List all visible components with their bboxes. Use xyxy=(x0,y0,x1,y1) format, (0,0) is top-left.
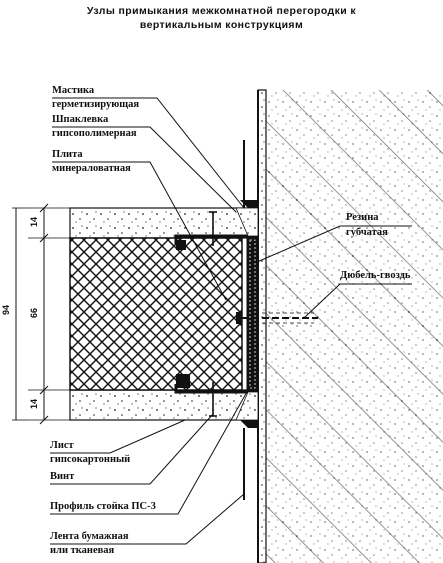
diagram-title-line1: Узлы примыкания межкомнатной перегородки… xyxy=(86,5,357,17)
label-vint: Винт xyxy=(50,471,75,482)
label-plita: Плита xyxy=(52,149,83,160)
label-tkan: или тканевая xyxy=(50,545,115,556)
profile-lip-bottom xyxy=(176,374,190,388)
sealant-bottom xyxy=(240,420,258,428)
label-lenta: Лента бумажная xyxy=(50,531,129,542)
dowel-head xyxy=(236,312,242,324)
gypsum-board-top xyxy=(69,207,249,239)
label-dubel: Дюбель-гвоздь xyxy=(340,270,411,281)
diagram-title-line2: вертикальным конструкциям xyxy=(139,19,304,31)
dimension-total: 94 xyxy=(1,304,12,316)
label-gubch: губчатая xyxy=(346,227,388,238)
profile-lip-top xyxy=(176,240,186,250)
label-rezina: Резина xyxy=(346,212,379,223)
wall-plaster xyxy=(257,89,267,563)
label-profil: Профиль стойка ПС-3 xyxy=(50,501,156,512)
dimension-top: 14 xyxy=(29,216,40,228)
dimension-middle: 66 xyxy=(29,307,40,319)
gypsum-board-bottom xyxy=(69,389,249,421)
label-list: Лист xyxy=(50,440,74,451)
putty-bottom xyxy=(235,391,259,421)
label-gipspol: гипсополимерная xyxy=(52,128,137,139)
mineral-wool-slab xyxy=(69,237,243,391)
rubber-gasket xyxy=(248,236,257,392)
label-shpak: Шпаклевка xyxy=(52,114,109,125)
label-germ: герметизирующая xyxy=(52,99,140,110)
putty-top xyxy=(235,207,259,237)
label-gipskart: гипсокартонный xyxy=(50,454,131,465)
label-mineral: минераловатная xyxy=(52,163,131,174)
dimension-bottom: 14 xyxy=(29,398,40,410)
label-mastika: Мастика xyxy=(52,85,95,96)
